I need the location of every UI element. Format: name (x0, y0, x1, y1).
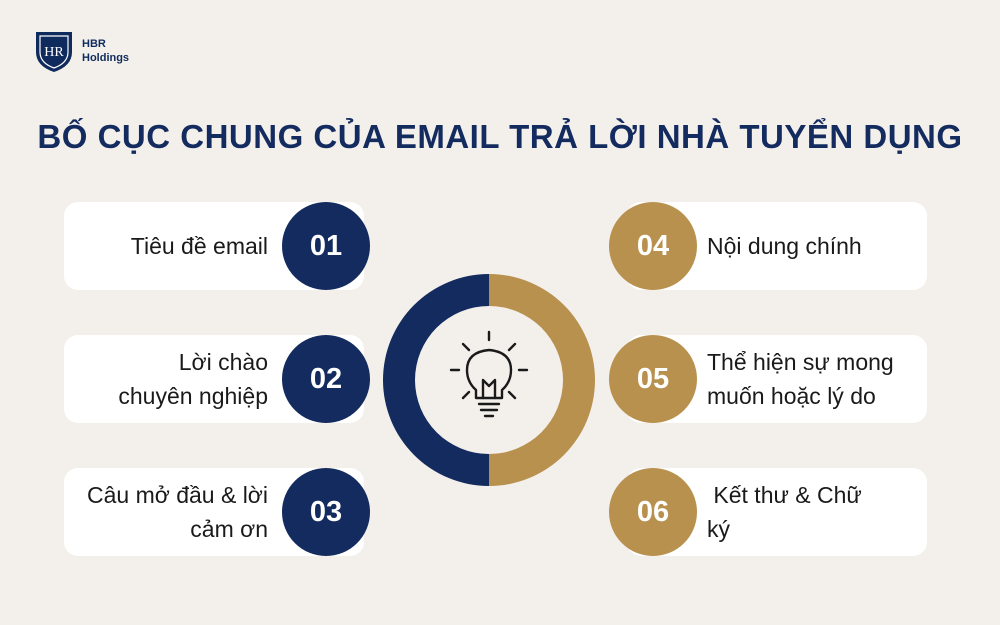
number-badge-05: 05 (609, 335, 697, 423)
number-badge-04: 04 (609, 202, 697, 290)
ring-left-half (383, 274, 489, 486)
number-badge-06: 06 (609, 468, 697, 556)
brand-logo: HR HBR Holdings (32, 28, 129, 74)
item-label-06: Kết thư & Chữ ký (707, 482, 862, 542)
item-label-02: Lời chào chuyên nghiệp (118, 349, 268, 409)
page-title: BỐ CỤC CHUNG CỦA EMAIL TRẢ LỜI NHÀ TUYỂN… (37, 118, 963, 155)
number-badge-03: 03 (282, 468, 370, 556)
number-badge-02: 02 (282, 335, 370, 423)
item-label-01: Tiêu đề email (130, 233, 268, 259)
item-label-03: Câu mở đầu & lời cảm ơn (86, 482, 268, 542)
lightbulb-icon (449, 330, 529, 418)
ring-right-half (489, 274, 595, 486)
svg-text:HR: HR (44, 45, 64, 60)
brand-name-line2: Holdings (82, 52, 130, 64)
center-ring (383, 274, 595, 486)
number-badge-01: 01 (282, 202, 370, 290)
item-label-04: Nội dung chính (707, 233, 862, 259)
shield-logo-icon: HR (36, 32, 72, 72)
item-label-05: Thể hiện sự mong muốn hoặc lý do (707, 349, 894, 409)
brand-name-line1: HBR (82, 38, 106, 50)
